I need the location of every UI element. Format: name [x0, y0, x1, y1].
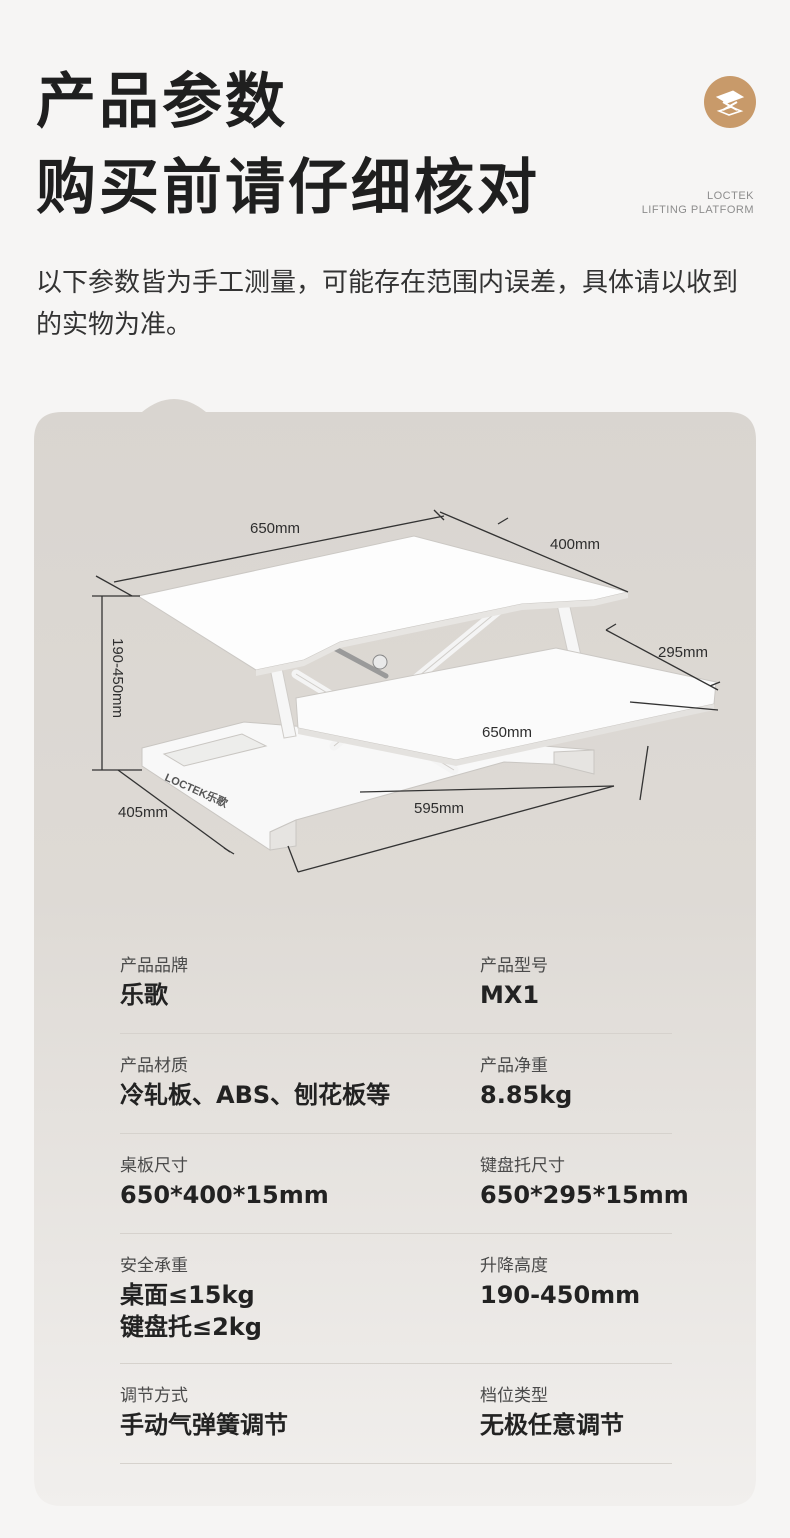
spec-row: 调节方式 手动气弹簧调节 档位类型 无极任意调节: [120, 1364, 672, 1464]
keyboard-tray: [295, 647, 717, 766]
page-title-line1: 产品参数: [36, 67, 288, 137]
dim-keyboard-depth: 295mm: [658, 644, 709, 661]
dim-height-range: 190-450mm: [109, 638, 126, 719]
dim-base-depth: 405mm: [118, 804, 169, 821]
spec-value-secondary: 键盘托≤2kg: [120, 1313, 262, 1341]
spec-value: 8.85kg: [480, 1081, 573, 1109]
page-title-line2: 购买前请仔细核对: [36, 153, 540, 223]
spec-row: 产品材质 冷轧板、ABS、刨花板等 产品净重 8.85kg: [120, 1034, 672, 1134]
dim-top-width: 650mm: [250, 520, 301, 537]
spec-row: 安全承重 桌面≤15kg 键盘托≤2kg 升降高度 190-450mm: [120, 1234, 672, 1364]
spec-label: 升降高度: [480, 1256, 548, 1276]
dim-keyboard-width: 650mm: [482, 724, 533, 741]
intro-text: 以下参数皆为手工测量，可能存在范围内误差，具体请以收到的实物为准。: [36, 268, 739, 340]
dim-top-depth: 400mm: [550, 536, 601, 553]
spec-table: 产品品牌 乐歌 产品型号 MX1 产品材质 冷轧板、ABS、刨花板等 产品净重 …: [120, 934, 689, 1464]
product-dimension-diagram: LOCTEK乐歌: [92, 509, 721, 873]
lifting-platform-logo-icon: [704, 76, 756, 128]
spec-label: 产品品牌: [120, 956, 188, 976]
spec-value: 650*295*15mm: [480, 1181, 689, 1209]
dim-base-width: 595mm: [414, 800, 465, 817]
dimension-lines: [92, 509, 721, 873]
spec-label: 产品型号: [480, 956, 548, 976]
spec-value: 650*400*15mm: [120, 1181, 329, 1209]
desk-top: [136, 535, 629, 676]
gas-spring: [331, 645, 389, 679]
spec-value: 乐歌: [120, 981, 168, 1009]
spec-label: 桌板尺寸: [120, 1156, 188, 1176]
spec-value: 手动气弹簧调节: [120, 1411, 288, 1439]
spec-label: 键盘托尺寸: [480, 1156, 565, 1176]
spec-panel: LOCTEK乐歌 650mm 400mm 295mm 650mm 190-450…: [34, 386, 756, 1506]
spec-label: 安全承重: [120, 1256, 188, 1276]
spec-value: 冷轧板、ABS、刨花板等: [120, 1081, 391, 1109]
spec-value: 无极任意调节: [480, 1411, 624, 1439]
spec-label: 调节方式: [120, 1386, 188, 1406]
spec-row: 产品品牌 乐歌 产品型号 MX1: [120, 934, 672, 1034]
spec-value: 桌面≤15kg: [120, 1281, 255, 1309]
spec-label: 产品净重: [480, 1056, 548, 1076]
spec-value: 190-450mm: [480, 1281, 641, 1309]
spec-value: MX1: [480, 981, 540, 1009]
spec-label: 档位类型: [480, 1386, 548, 1406]
spec-row: 桌板尺寸 650*400*15mm 键盘托尺寸 650*295*15mm: [120, 1134, 689, 1234]
brand-name: LOCTEK: [706, 190, 754, 202]
brand-tagline: LIFTING PLATFORM: [641, 204, 754, 216]
spec-label: 产品材质: [120, 1056, 188, 1076]
